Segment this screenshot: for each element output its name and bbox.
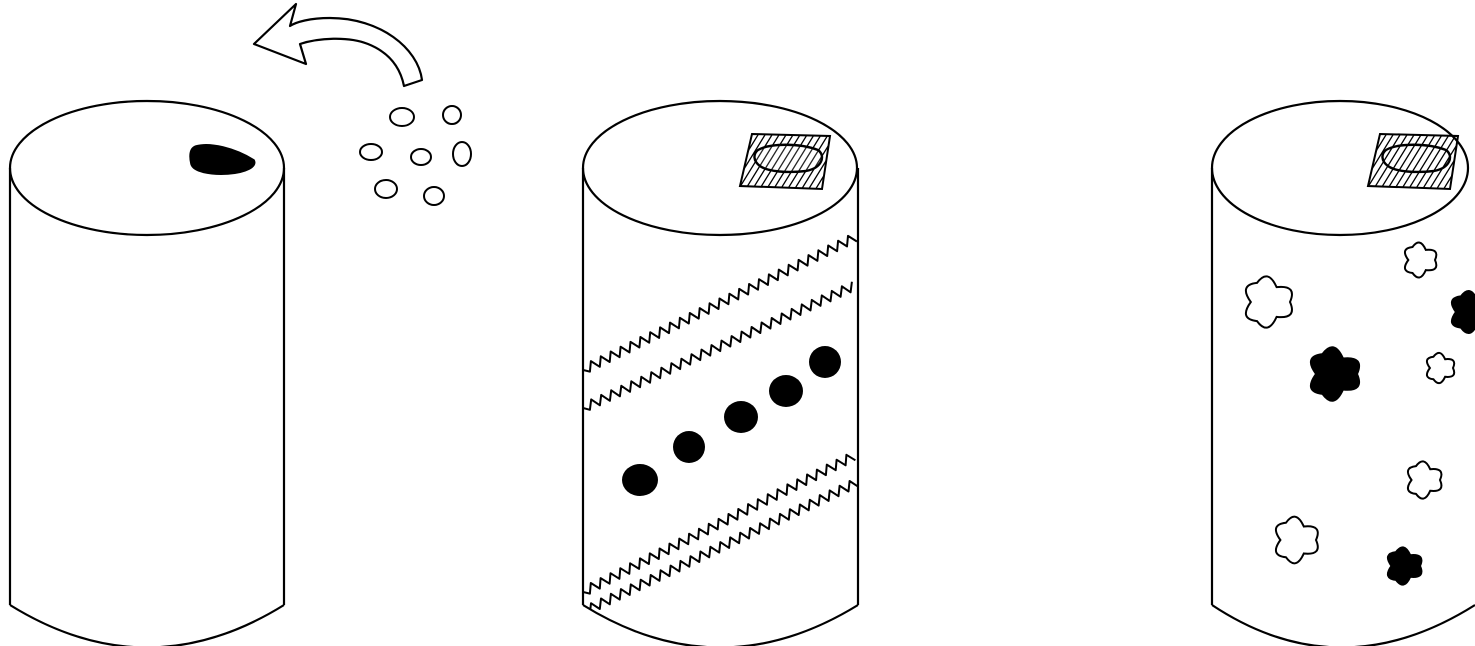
outline-blob bbox=[1408, 461, 1442, 498]
small-circle bbox=[411, 149, 431, 165]
cylinder-3-bottom bbox=[1212, 605, 1475, 646]
hatch-line bbox=[700, 130, 740, 195]
zigzag-line bbox=[583, 481, 858, 614]
small-circle bbox=[390, 108, 414, 126]
black-dot bbox=[673, 431, 705, 463]
filled-blob bbox=[1311, 347, 1359, 401]
cylinder-2-bottom bbox=[583, 605, 858, 646]
outline-blob bbox=[1427, 353, 1454, 383]
filled-blob bbox=[1452, 291, 1475, 333]
cylinder-1 bbox=[10, 101, 284, 646]
small-circle bbox=[453, 142, 471, 166]
small-circle bbox=[360, 144, 382, 160]
small-circle bbox=[375, 180, 397, 198]
filled-blob bbox=[1388, 547, 1422, 584]
hatch-line bbox=[826, 130, 866, 195]
black-dot bbox=[724, 401, 758, 433]
seed-outline-icon bbox=[754, 145, 822, 172]
black-dot bbox=[769, 375, 803, 407]
cylinder-1-bottom bbox=[10, 605, 284, 646]
outline-blob bbox=[1246, 276, 1292, 327]
cylinder-3-top bbox=[1212, 101, 1468, 235]
black-dot bbox=[809, 346, 841, 378]
small-circle bbox=[424, 187, 444, 205]
zigzag-line bbox=[583, 282, 852, 410]
hatched-patch-3 bbox=[1328, 130, 1475, 195]
outline-blob bbox=[1276, 517, 1318, 564]
outline-blob bbox=[1405, 243, 1436, 278]
cylinder-3-pattern bbox=[1246, 243, 1475, 585]
small-circle bbox=[443, 106, 461, 124]
black-dot bbox=[622, 464, 658, 496]
seed-solid-icon bbox=[190, 145, 255, 174]
small-circles-group bbox=[360, 106, 471, 205]
curved-arrow-icon bbox=[254, 4, 422, 86]
cylinder-2-pattern bbox=[583, 236, 858, 614]
hatch-line bbox=[1328, 130, 1368, 195]
hatched-patch-2 bbox=[700, 130, 873, 195]
